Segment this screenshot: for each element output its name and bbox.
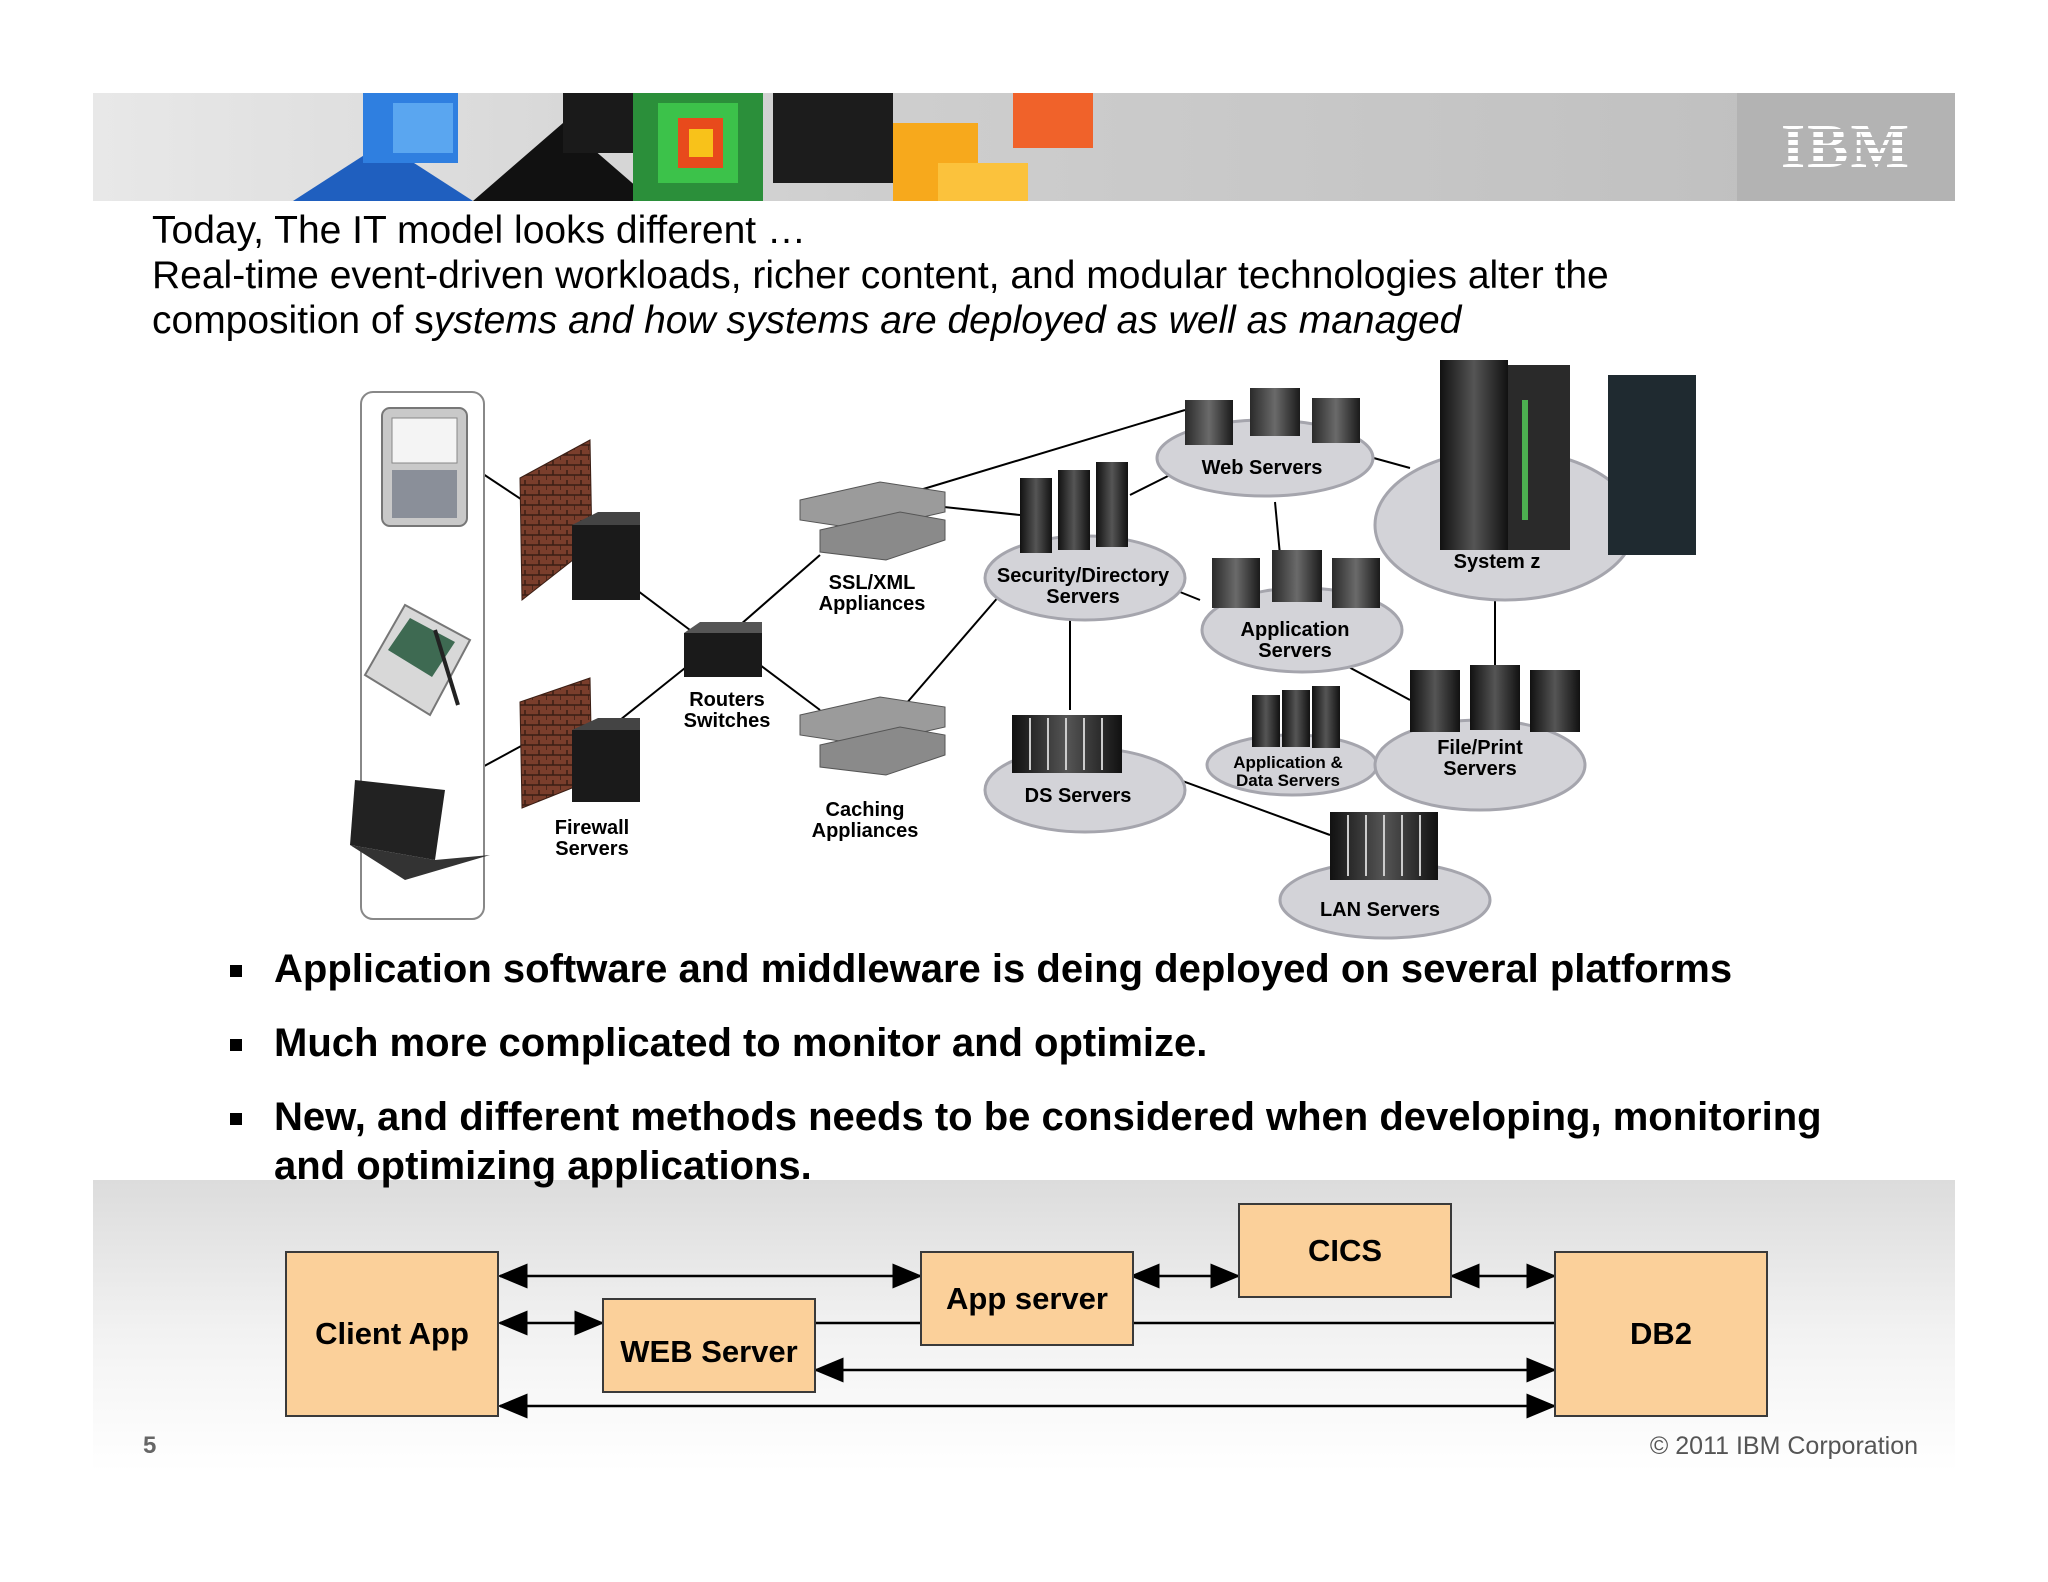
ibm-logo-box: IBM — [1737, 93, 1955, 201]
bullet-item: Much more complicated to monitor and opt… — [228, 1019, 1828, 1068]
ibm-logo: IBM — [1781, 113, 1911, 181]
ds-server-icons — [1012, 715, 1122, 773]
label-security-servers: Security/Directory Servers — [997, 566, 1169, 608]
bullet-item: New, and different methods needs to be c… — [228, 1093, 1828, 1191]
label-system-z: System z — [1454, 552, 1541, 573]
client-app-box: Client App — [285, 1251, 499, 1417]
ds-label-text: DS Servers — [1024, 785, 1132, 807]
security-label-text: Security/Directory Servers — [996, 565, 1170, 608]
heading-line-3-italic: ystems and how systems are deployed as w… — [433, 299, 1462, 342]
firewall-icon-bottom — [519, 677, 640, 809]
label-application-servers: Application Servers — [1241, 620, 1350, 662]
client-app-label: Client App — [315, 1316, 469, 1351]
label-firewall-servers: Firewall Servers — [555, 818, 629, 860]
db2-box: DB2 — [1554, 1251, 1768, 1417]
application-label-text: Application Servers — [1240, 619, 1350, 662]
copyright: © 2011 IBM Corporation — [1649, 1432, 1918, 1460]
app-server-label: App server — [946, 1280, 1108, 1316]
banner-artwork — [293, 93, 1093, 201]
laptop-icon — [350, 780, 490, 880]
pda-icon — [363, 603, 472, 717]
application-server-icons — [1212, 550, 1380, 608]
system-z-icon — [1440, 360, 1696, 555]
label-file-print-servers: File/Print Servers — [1437, 738, 1523, 780]
app-data-server-icons — [1252, 686, 1340, 748]
routers-label-text: Routers Switches — [683, 689, 771, 732]
label-ds-servers: DS Servers — [1025, 786, 1132, 807]
heading-line-3-prefix: composition of s — [152, 299, 434, 342]
label-routers-switches: Routers Switches — [684, 690, 771, 732]
network-diagram — [350, 360, 1696, 940]
system-z-label-text: System z — [1453, 551, 1541, 573]
caching-label-text: Caching Appliances — [811, 799, 919, 842]
router-icon — [684, 622, 762, 677]
label-lan-servers: LAN Servers — [1320, 900, 1440, 921]
heading-line-3: composition of systems and how systems a… — [152, 298, 1609, 343]
heading-line-1: Today, The IT model looks different … — [152, 209, 806, 252]
lan-label-text: LAN Servers — [1319, 899, 1441, 921]
app-data-label-text: Application & Data Servers — [1233, 753, 1343, 790]
heading-line-2: Real-time event-driven workloads, richer… — [152, 254, 1609, 297]
header-banner: IBM — [93, 93, 1955, 201]
label-app-data-servers: Application & Data Servers — [1233, 754, 1343, 790]
page-number: 5 — [143, 1432, 157, 1459]
web-server-icons — [1185, 388, 1360, 445]
bullet-list: Application software and middleware is d… — [228, 945, 1828, 1216]
file-print-server-icons — [1410, 665, 1580, 732]
firewall-label-text: Firewall Servers — [554, 817, 630, 860]
label-ssl-appliances: SSL/XML Appliances — [819, 573, 926, 615]
smartphone-icon — [381, 407, 468, 527]
label-caching-appliances: Caching Appliances — [812, 800, 919, 842]
db2-label: DB2 — [1629, 1316, 1692, 1351]
web-label-text: Web Servers — [1201, 457, 1323, 479]
slide-heading: Today, The IT model looks different … Re… — [152, 208, 1609, 343]
app-server-box: App server — [920, 1251, 1134, 1346]
label-web-servers: Web Servers — [1202, 458, 1323, 479]
security-server-icons — [1020, 462, 1128, 553]
file-print-label-text: File/Print Servers — [1437, 737, 1523, 780]
caching-appliance-icon — [799, 696, 946, 776]
bullet-item: Application software and middleware is d… — [228, 945, 1828, 994]
lan-server-icons — [1330, 812, 1438, 880]
ssl-label-text: SSL/XML Appliances — [818, 572, 926, 615]
web-server-label: WEB Server — [620, 1333, 798, 1369]
firewall-icon-top — [519, 439, 640, 602]
ssl-appliance-icon — [799, 481, 946, 561]
cics-box: CICS — [1238, 1203, 1452, 1298]
cics-label: CICS — [1307, 1232, 1383, 1268]
web-server-box: WEB Server — [602, 1298, 816, 1393]
